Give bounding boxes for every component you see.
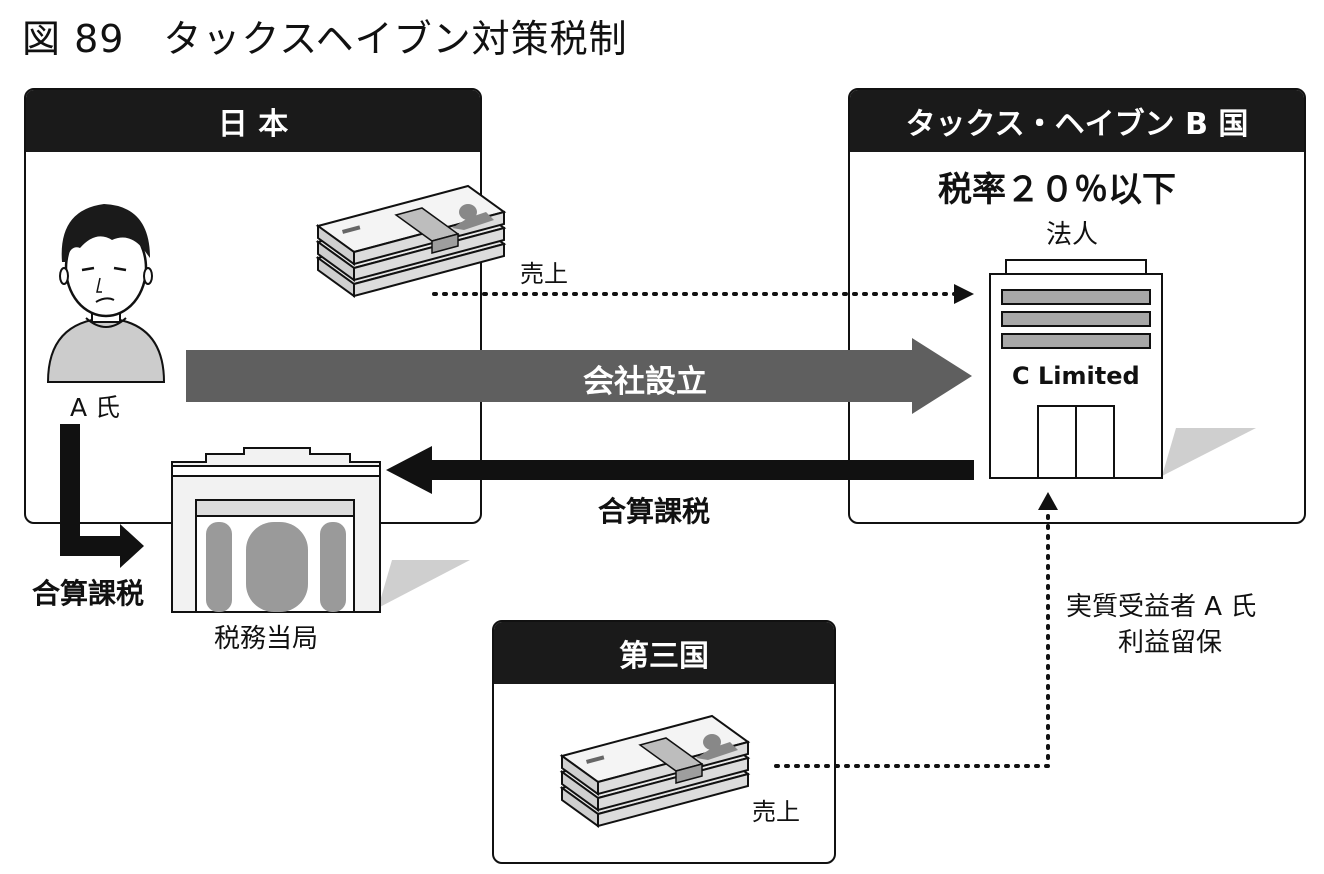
- company-setup-arrow: [186, 338, 972, 414]
- combined-tax-arrow-label: 合算課税: [598, 495, 711, 528]
- person-to-tax-office-arrow: [60, 424, 144, 568]
- corporation-label: 法人: [1046, 220, 1099, 250]
- japan-panel-header: 日 本: [26, 90, 480, 152]
- sales-flow-japan-arrowhead: [954, 284, 974, 304]
- tax-haven-panel-header: タックス・ヘイブン B 国: [850, 90, 1304, 152]
- money-stack-japan-icon: [317, 185, 505, 297]
- money-stack-third-icon: [561, 715, 749, 827]
- combined-tax-left-label: 合算課税: [32, 577, 145, 610]
- tax-office-building-icon: [171, 447, 470, 613]
- sales-flow-third-arrowhead: [1038, 492, 1058, 510]
- company-name-label: C Limited: [1012, 362, 1140, 390]
- japan-panel: 日 本: [24, 88, 482, 524]
- company-building-icon: [989, 259, 1256, 479]
- third-country-panel-header: 第三国: [494, 622, 834, 684]
- sales-third-label: 売上: [752, 798, 800, 826]
- person-a-figure: [46, 204, 166, 383]
- beneficial-owner-line2: 利益留保: [1118, 628, 1223, 658]
- beneficial-owner-line1: 実質受益者 A 氏: [1066, 592, 1257, 622]
- tax-office-label: 税務当局: [214, 624, 319, 654]
- company-setup-label: 会社設立: [583, 364, 707, 400]
- sales-japan-label: 売上: [520, 260, 568, 288]
- person-a-label: A 氏: [70, 393, 121, 422]
- sales-flow-third-dotted-line: [774, 514, 1050, 768]
- combined-tax-arrow: [386, 446, 974, 494]
- tax-rate-label: 税率２０％以下: [938, 170, 1176, 210]
- figure-title: 図 89 タックスヘイブン対策税制: [22, 17, 628, 61]
